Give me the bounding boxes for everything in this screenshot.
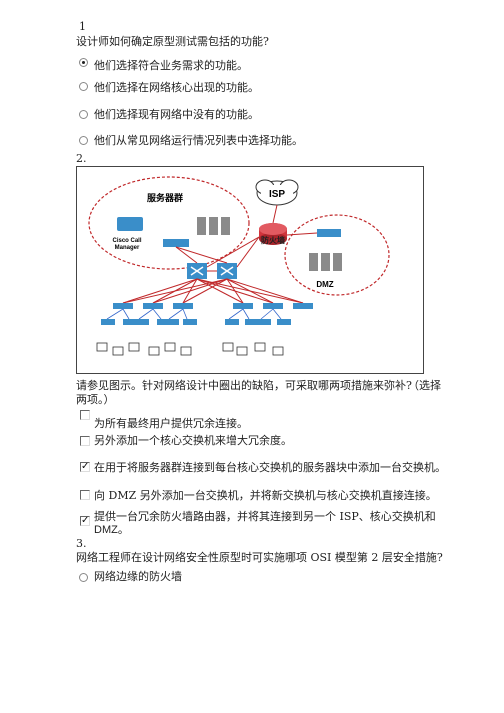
firewall-router-icon xyxy=(259,223,287,245)
isp-label: ISP xyxy=(269,189,285,200)
access-switch-icon xyxy=(157,319,171,325)
q3-option-1-radio[interactable] xyxy=(79,573,88,582)
pc-icon xyxy=(254,342,266,352)
call-manager-label-2: Manager xyxy=(115,245,140,251)
q1-option-3-label: 他们选择现有网络中没有的功能。 xyxy=(94,108,259,121)
dmz-switch-icon xyxy=(317,229,341,237)
dmz-server-icon xyxy=(309,253,318,271)
access-switch-icon xyxy=(257,319,271,325)
question-1-number: 1 xyxy=(79,20,86,33)
q1-option-1-label: 他们选择符合业务需求的功能。 xyxy=(94,59,248,72)
access-switch-icon xyxy=(123,319,137,325)
question-2-prompt-line1: 请参见图示。针对网络设计中圈出的缺陷，可采取哪两项措施来弥补? xyxy=(76,379,412,392)
pc-icon xyxy=(112,346,124,356)
pc-icon xyxy=(236,346,248,356)
access-switch-icon xyxy=(245,319,259,325)
q2-option-4-checkbox[interactable] xyxy=(80,490,90,500)
pc-icon xyxy=(272,346,284,356)
distribution-switch-icon xyxy=(233,303,253,309)
distribution-switch-icon xyxy=(263,303,283,309)
pc-icon xyxy=(148,346,160,356)
access-switch-icon xyxy=(101,319,115,325)
q1-option-2-label: 他们选择在网络核心出现的功能。 xyxy=(94,81,259,94)
access-switch-icon xyxy=(135,319,149,325)
access-switch-icon xyxy=(225,319,239,325)
q2-option-1-checkbox[interactable] xyxy=(80,410,90,420)
q2-option-4-label: 向 DMZ 另外添加一台交换机，并将新交换机与核心交换机直接连接。 xyxy=(94,489,437,502)
q2-option-2-checkbox[interactable] xyxy=(80,436,90,446)
q2-option-3-checkbox[interactable]: ✓ xyxy=(80,461,90,472)
server-group-label: 服务器群 xyxy=(147,192,183,204)
server-icon xyxy=(209,217,218,235)
dmz-server-icon xyxy=(321,253,330,271)
pc-icon xyxy=(222,342,234,352)
question-2-number: 2. xyxy=(76,152,87,165)
call-manager-label-1: Cisco Call xyxy=(112,238,141,244)
access-switch-icon xyxy=(183,319,197,325)
call-manager-icon xyxy=(117,217,143,231)
question-3-number: 3. xyxy=(76,537,87,550)
dmz-label: DMZ xyxy=(316,280,333,289)
network-diagram: ISP 防火墙 服务器群 Cisco Call Manager DMZ xyxy=(76,166,424,374)
q1-option-4-label: 他们从常见网络运行情况列表中选择功能。 xyxy=(94,134,303,147)
dmz-server-icon xyxy=(333,253,342,271)
q2-option-5-label-line2: DMZ。 xyxy=(94,524,129,536)
q1-option-4-radio[interactable] xyxy=(79,136,88,145)
pc-icon xyxy=(128,342,140,352)
distribution-switch-icon xyxy=(173,303,193,309)
q1-option-3-radio[interactable] xyxy=(79,110,88,119)
q2-option-2-label: 另外添加一个核心交换机来增大冗余度。 xyxy=(94,434,292,447)
pc-icon xyxy=(96,342,108,352)
question-2-prompt-hint: （选择 xyxy=(408,379,441,392)
pc-icon xyxy=(164,342,176,352)
access-switches xyxy=(101,319,291,325)
q1-option-1-radio[interactable] xyxy=(79,58,88,67)
q2-option-3-label: 在用于将服务器群连接到每台核心交换机的服务器块中添加一台交换机。 xyxy=(94,461,446,474)
question-3-prompt: 网络工程师在设计网络安全性原型时可实施哪项 OSI 模型第 2 层安全措施? xyxy=(76,551,443,564)
question-2-prompt-line2: 两项。） xyxy=(76,393,115,406)
server-switch-icon xyxy=(163,239,189,247)
server-icon xyxy=(221,217,230,235)
core-links xyxy=(122,204,318,304)
q2-option-5-checkbox[interactable]: ✓ xyxy=(80,515,90,526)
access-switch-icon xyxy=(165,319,179,325)
pc-icon xyxy=(180,346,192,356)
access-switch-icon xyxy=(277,319,291,325)
server-group-circle xyxy=(88,176,250,270)
q2-option-5-label-line1: 提供一台冗余防火墙路由器，并将其连接到另一个 ISP、核心交换机和 xyxy=(94,510,436,523)
distribution-switches xyxy=(113,303,313,309)
distribution-switch-icon xyxy=(113,303,133,309)
q3-option-1-label: 网络边缘的防火墙 xyxy=(94,570,182,583)
distribution-switch-icon xyxy=(293,303,313,309)
distribution-switch-icon xyxy=(143,303,163,309)
q1-option-2-radio[interactable] xyxy=(79,82,88,91)
dmz-circle xyxy=(284,214,390,296)
access-links xyxy=(106,308,282,320)
pc-computers xyxy=(96,342,284,356)
q2-option-1-label: 为所有最终用户提供冗余连接。 xyxy=(94,417,248,430)
question-1-prompt: 设计师如何确定原型测试需包括的功能? xyxy=(76,35,269,48)
firewall-label: 防火墙 xyxy=(261,235,285,245)
server-icon xyxy=(197,217,206,235)
